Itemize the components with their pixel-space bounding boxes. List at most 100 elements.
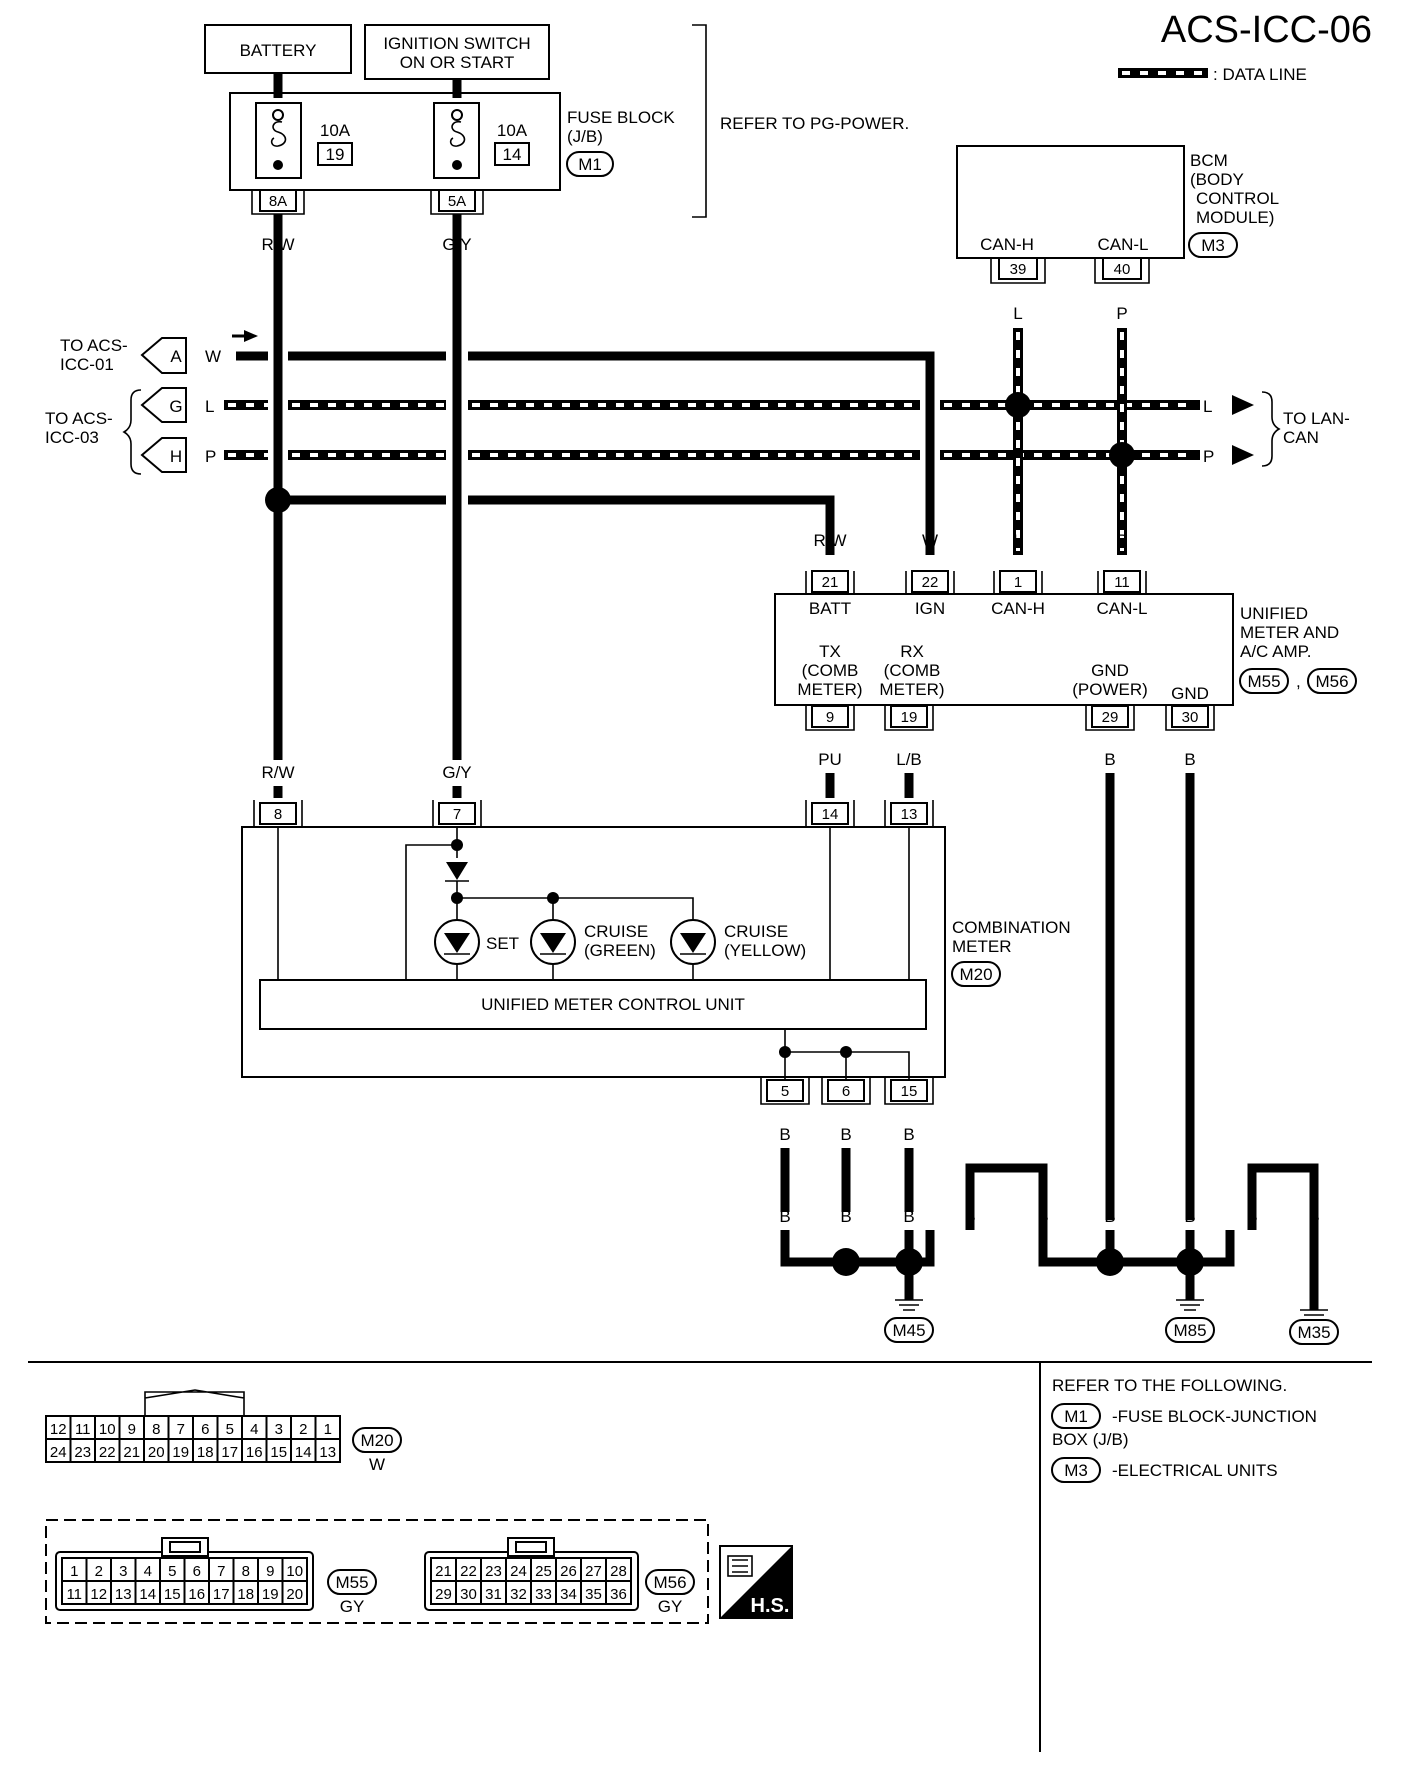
refer-following: REFER TO THE FOLLOWING. M1 -FUSE BLOCK-J… bbox=[1051, 1376, 1317, 1483]
um-pin-19: 19 bbox=[884, 705, 934, 731]
m20-pin-label: 3 bbox=[275, 1421, 283, 1438]
m56-pin-label: 25 bbox=[535, 1563, 552, 1580]
ground-junction-3 bbox=[1096, 1248, 1124, 1276]
svg-text:-FUSE BLOCK-JUNCTION: -FUSE BLOCK-JUNCTION bbox=[1112, 1407, 1317, 1426]
svg-text:B: B bbox=[779, 1207, 790, 1226]
cm-pin-14: 14 bbox=[805, 800, 855, 827]
svg-text:(COMB: (COMB bbox=[802, 661, 859, 680]
m20-pin-label: 12 bbox=[50, 1421, 67, 1438]
m56-pin-label: 32 bbox=[510, 1586, 527, 1603]
m20-pin-label: 22 bbox=[99, 1444, 116, 1461]
svg-text:7: 7 bbox=[453, 806, 461, 823]
bcm-pin-40: 40 bbox=[1094, 257, 1150, 284]
svg-text:A/C AMP.: A/C AMP. bbox=[1240, 642, 1312, 661]
m55-pin-label: 9 bbox=[266, 1563, 274, 1580]
svg-text:L: L bbox=[1203, 397, 1212, 416]
svg-text:CAN: CAN bbox=[1283, 428, 1319, 447]
bcm-pin-39: 39 bbox=[990, 257, 1046, 284]
svg-text:B: B bbox=[840, 1207, 851, 1226]
m56-cell bbox=[605, 1580, 632, 1605]
m20-pin-label: 10 bbox=[99, 1421, 116, 1438]
m20-pin-label: 13 bbox=[319, 1444, 336, 1461]
m20-pin-label: 19 bbox=[172, 1444, 189, 1461]
ignition-switch-label-1: IGNITION SWITCH bbox=[383, 34, 530, 53]
fuse-14-amps: 10A bbox=[497, 121, 528, 140]
ignition-switch-label-2: ON OR START bbox=[400, 53, 515, 72]
m55-pin-label: 7 bbox=[217, 1563, 225, 1580]
m56-pin-label: 30 bbox=[460, 1586, 477, 1603]
svg-text:GY: GY bbox=[340, 1597, 365, 1616]
m55-pin-label: 10 bbox=[286, 1563, 303, 1580]
m20-pin-label: 5 bbox=[226, 1421, 234, 1438]
fuse-block-label-2: (J/B) bbox=[567, 127, 603, 146]
m56-pin-label: 22 bbox=[460, 1563, 477, 1580]
m56-pin-label: 34 bbox=[560, 1586, 577, 1603]
m20-pin-label: 15 bbox=[270, 1444, 287, 1461]
um-pin-21: 21 BATT bbox=[805, 570, 855, 618]
m56-pin-label: 36 bbox=[610, 1586, 627, 1603]
to-acs-icc03: TO ACS- ICC-03 G L H P bbox=[45, 387, 216, 475]
um-pin-22: 22 IGN bbox=[905, 570, 955, 618]
control-unit-label: UNIFIED METER CONTROL UNIT bbox=[481, 995, 745, 1014]
m56-pin-label: 33 bbox=[535, 1586, 552, 1603]
bcm-can-h-color: L bbox=[1013, 304, 1022, 323]
svg-text:METER: METER bbox=[952, 937, 1012, 956]
svg-text:METER): METER) bbox=[797, 680, 862, 699]
svg-text:15: 15 bbox=[901, 1083, 918, 1100]
fuse-block-label-1: FUSE BLOCK bbox=[567, 108, 675, 127]
svg-text:M55: M55 bbox=[335, 1573, 368, 1592]
svg-text:H.S.: H.S. bbox=[751, 1595, 790, 1617]
cm-pin-15: 15 bbox=[884, 1077, 934, 1105]
svg-text:11: 11 bbox=[1114, 574, 1130, 591]
svg-text:M3: M3 bbox=[1064, 1461, 1088, 1480]
cm-pin-5: 5 bbox=[760, 1077, 810, 1105]
to-acs-icc01: TO ACS- ICC-01 A W bbox=[60, 330, 258, 374]
svg-text:39: 39 bbox=[1010, 261, 1027, 278]
m20-pin-label: 2 bbox=[299, 1421, 307, 1438]
m55-pin-label: 18 bbox=[237, 1586, 254, 1603]
can-h-junction bbox=[1005, 392, 1031, 418]
svg-text:40: 40 bbox=[1114, 261, 1131, 278]
svg-text:ICC-01: ICC-01 bbox=[60, 355, 114, 374]
m20-pin-label: 7 bbox=[177, 1421, 185, 1438]
m55-pin-label: 4 bbox=[144, 1563, 152, 1580]
svg-text:: DATA LINE: : DATA LINE bbox=[1213, 65, 1307, 84]
svg-text:8: 8 bbox=[274, 806, 282, 823]
m55-pin-label: 8 bbox=[242, 1563, 250, 1580]
svg-text:B: B bbox=[903, 1125, 914, 1144]
m56-pin-label: 27 bbox=[585, 1563, 602, 1580]
cm-connector: M20 bbox=[959, 965, 992, 984]
m20-pin-label: 23 bbox=[74, 1444, 91, 1461]
fuse-14-number: 14 bbox=[503, 145, 522, 164]
m56-pin-label: 26 bbox=[560, 1563, 577, 1580]
svg-text:M1: M1 bbox=[1064, 1407, 1088, 1426]
connector-group-border bbox=[45, 1519, 709, 1624]
svg-text:29: 29 bbox=[1102, 709, 1119, 726]
diagram-title: ACS-ICC-06 bbox=[1161, 9, 1372, 51]
can-l-junction bbox=[1109, 442, 1135, 468]
fuse-19-number: 19 bbox=[326, 145, 345, 164]
svg-text:CAN-H: CAN-H bbox=[980, 235, 1034, 254]
um-connector-m56: M56 bbox=[1315, 672, 1348, 691]
m20-pin-label: 6 bbox=[201, 1421, 209, 1438]
um-connector-m55: M55 bbox=[1247, 672, 1280, 691]
svg-text:TO ACS-: TO ACS- bbox=[45, 409, 113, 428]
hs-badge: H.S. bbox=[719, 1545, 793, 1619]
m55-pin-label: 11 bbox=[66, 1586, 82, 1603]
svg-text:REFER TO THE FOLLOWING.: REFER TO THE FOLLOWING. bbox=[1052, 1376, 1287, 1395]
m20-pin-label: 16 bbox=[246, 1444, 263, 1461]
bcm-label-3: CONTROL bbox=[1196, 189, 1279, 208]
um-pu-color: PU bbox=[818, 750, 842, 769]
um-rw-color: R/W bbox=[813, 531, 846, 550]
svg-text:13: 13 bbox=[901, 806, 918, 823]
bcm: CAN-H CAN-L BCM (BODY CONTROL MODULE) M3 bbox=[956, 145, 1279, 259]
cm-pin-7: 7 bbox=[432, 800, 482, 827]
m20-pin-label: 9 bbox=[128, 1421, 136, 1438]
m20-cell bbox=[314, 1438, 341, 1463]
svg-text:GND: GND bbox=[1091, 661, 1129, 680]
m20-pin-label: 4 bbox=[250, 1421, 258, 1438]
terminal-5a: 5A bbox=[430, 189, 484, 215]
svg-text:P: P bbox=[205, 447, 216, 466]
ground-m35: M35 bbox=[1289, 1309, 1339, 1345]
